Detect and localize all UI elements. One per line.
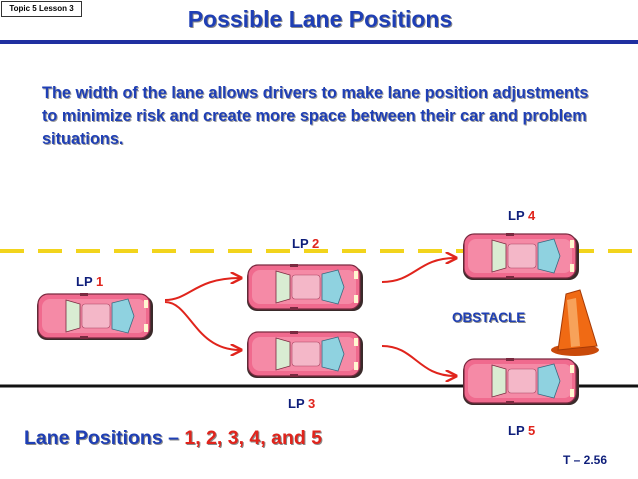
car-lp2 [246, 263, 364, 312]
lp3-number: 3 [308, 396, 316, 411]
car-lp5 [462, 357, 580, 406]
arrow-lp3-to-lp5 [381, 345, 455, 376]
lp2-number: 2 [312, 236, 320, 251]
intro-paragraph: The width of the lane allows drivers to … [42, 84, 589, 148]
topic-badge: Topic 5 Lesson 3 [1, 1, 82, 17]
title-divider [0, 40, 638, 44]
lp5-label: LP 5 [508, 423, 535, 438]
lp2-label: LP 2 [292, 236, 319, 251]
lp1-prefix: LP [76, 274, 93, 289]
lp1-number: 1 [96, 274, 104, 289]
lp4-prefix: LP [508, 208, 525, 223]
summary-line: Lane Positions – 1, 2, 3, 4, and 5 [24, 427, 322, 450]
car-lp4 [462, 232, 580, 281]
slide-number: T – 2.56 [563, 453, 608, 467]
lp1-label: LP 1 [76, 274, 103, 289]
summary-numbers: 1, 2, 3, 4, and 5 [184, 427, 323, 449]
lp5-number: 5 [528, 423, 536, 438]
car-lp3 [246, 330, 364, 379]
arrow-lp1-to-lp2 [164, 278, 240, 301]
lp3-prefix: LP [288, 396, 305, 411]
lp3-label: LP 3 [288, 396, 315, 411]
lp5-prefix: LP [508, 423, 525, 438]
traffic-cone-icon [551, 289, 599, 356]
summary-prefix: Lane Positions – [24, 427, 185, 449]
lp4-number: 4 [528, 208, 536, 223]
arrow-lp2-to-lp4 [381, 258, 455, 283]
slide-title: Possible Lane Positions [187, 6, 453, 32]
car-lp1 [36, 292, 154, 341]
obstacle-label: OBSTACLE [452, 310, 526, 325]
arrow-lp1-to-lp3 [164, 301, 240, 350]
lp4-label: LP 4 [508, 208, 535, 223]
lp2-prefix: LP [292, 236, 309, 251]
